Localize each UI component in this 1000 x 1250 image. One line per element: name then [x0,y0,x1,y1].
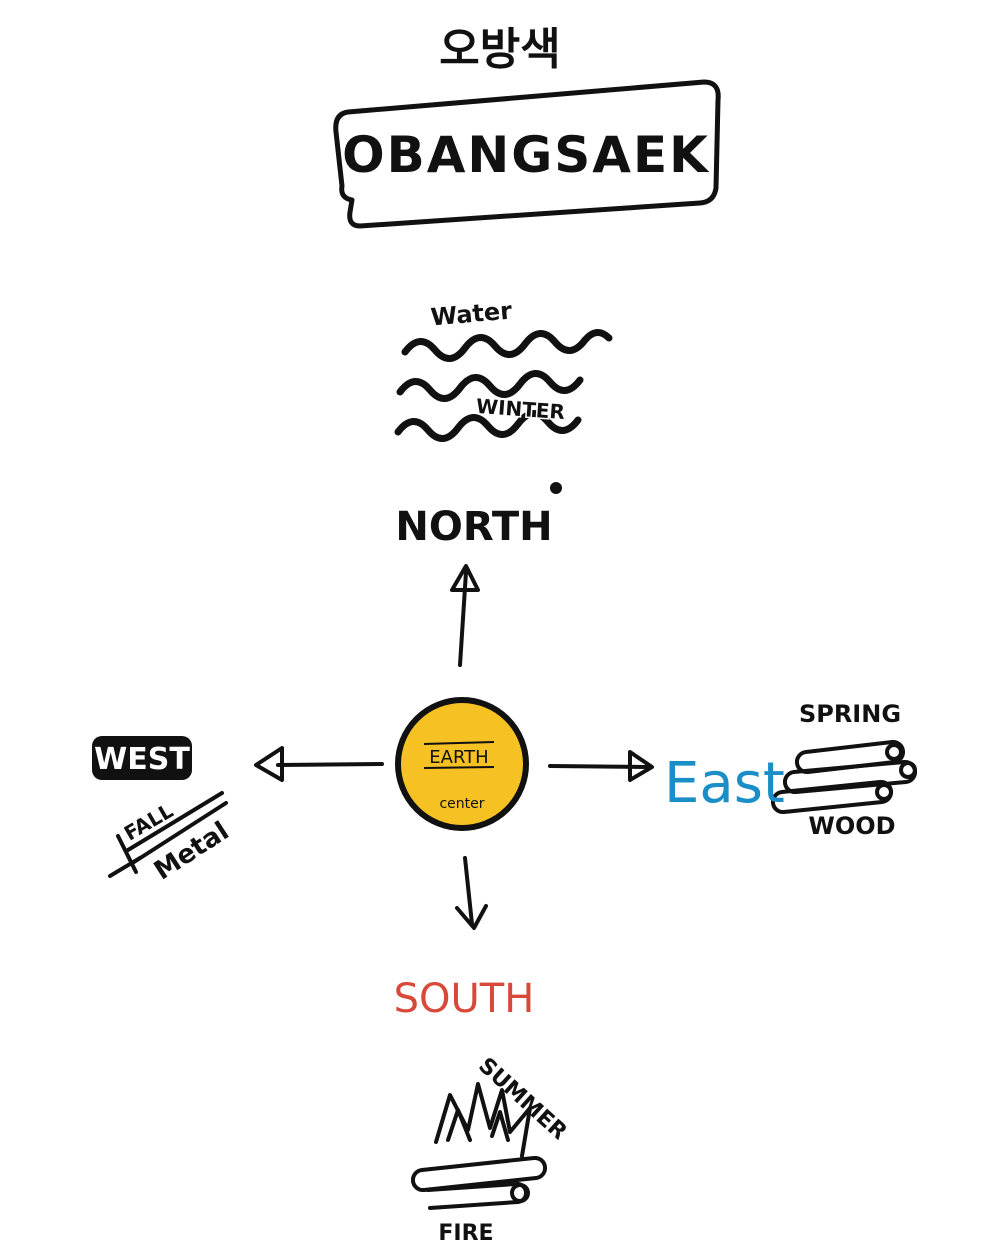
earth-label: EARTH [429,747,488,768]
south-element: FIRE [438,1221,493,1246]
title-box [333,79,721,229]
south-direction: SOUTH [394,976,535,1022]
arrow-north [450,564,480,667]
earth-circle [395,697,529,831]
west-badge [92,736,192,780]
title-korean: 오방색 [439,24,561,75]
dot-mark [550,482,562,494]
north-element: Water [430,297,514,332]
east-element: WOOD [808,812,895,840]
arrow-south [455,856,488,930]
west-direction: WEST [94,742,190,777]
north-direction: NORTH [395,504,552,550]
fire-icon [411,1082,547,1210]
center-label: center [439,796,484,812]
east-direction: East [664,751,785,816]
arrow-west [254,746,384,782]
wood-logs-icon [771,739,917,815]
earth-underline-top [423,741,495,745]
water-waves-icon [394,329,613,442]
north-season: WINTER [475,394,565,424]
title-text: OBANGSAEK [342,126,710,184]
arrow-east [548,750,654,782]
earth-underline-bottom [423,766,495,769]
east-season: SPRING [799,700,901,728]
south-season: SUMMER [473,1053,571,1145]
sword-icon [108,791,228,878]
